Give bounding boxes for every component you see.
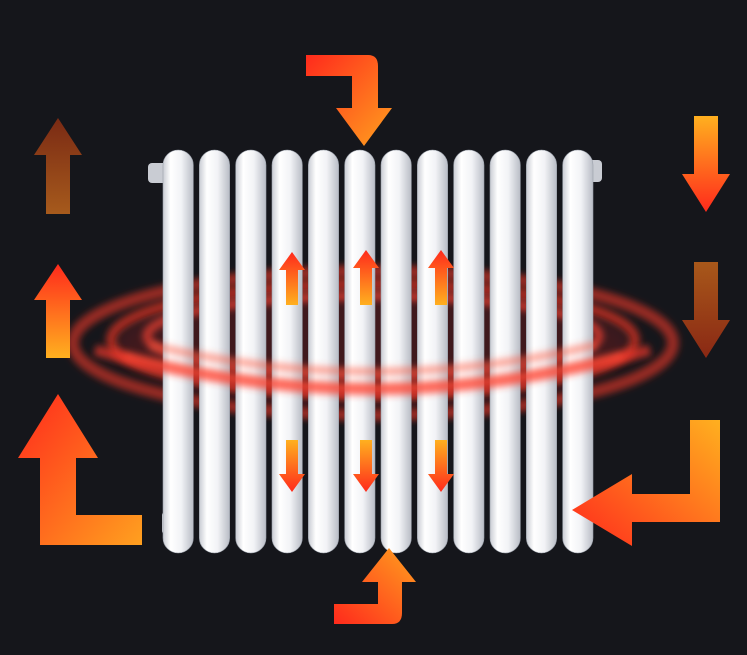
arrow-up-icon	[279, 252, 305, 305]
radiator-column	[417, 149, 448, 554]
bent-arrow-icon	[18, 394, 142, 545]
arrow-up-icon	[34, 264, 82, 358]
bent-arrow-icon	[306, 55, 392, 146]
arrow-up-icon	[353, 250, 379, 305]
radiator-column	[453, 149, 485, 554]
arrow-down-icon	[428, 440, 454, 492]
heat-wave-front	[93, 341, 652, 396]
radiator-column	[308, 149, 339, 554]
radiator-icon	[148, 149, 602, 554]
radiator-column	[380, 149, 412, 554]
arrow-down-icon	[279, 440, 305, 492]
radiator-column	[271, 149, 303, 554]
radiator-columns	[162, 149, 594, 554]
radiator-column	[199, 149, 230, 554]
inner-up-arrows	[279, 250, 454, 305]
inner-down-arrows	[279, 440, 454, 492]
arrow-down-icon	[353, 440, 379, 492]
bent-arrow-icon	[572, 420, 720, 546]
radiator-column	[489, 149, 521, 554]
arrow-down-icon	[682, 262, 730, 358]
bent-arrow-icon	[334, 548, 416, 624]
radiator-column	[235, 149, 267, 554]
arrow-up-icon	[428, 250, 454, 305]
arrow-up-icon	[34, 118, 82, 214]
arrow-down-icon	[682, 116, 730, 212]
radiator-column	[344, 149, 376, 554]
